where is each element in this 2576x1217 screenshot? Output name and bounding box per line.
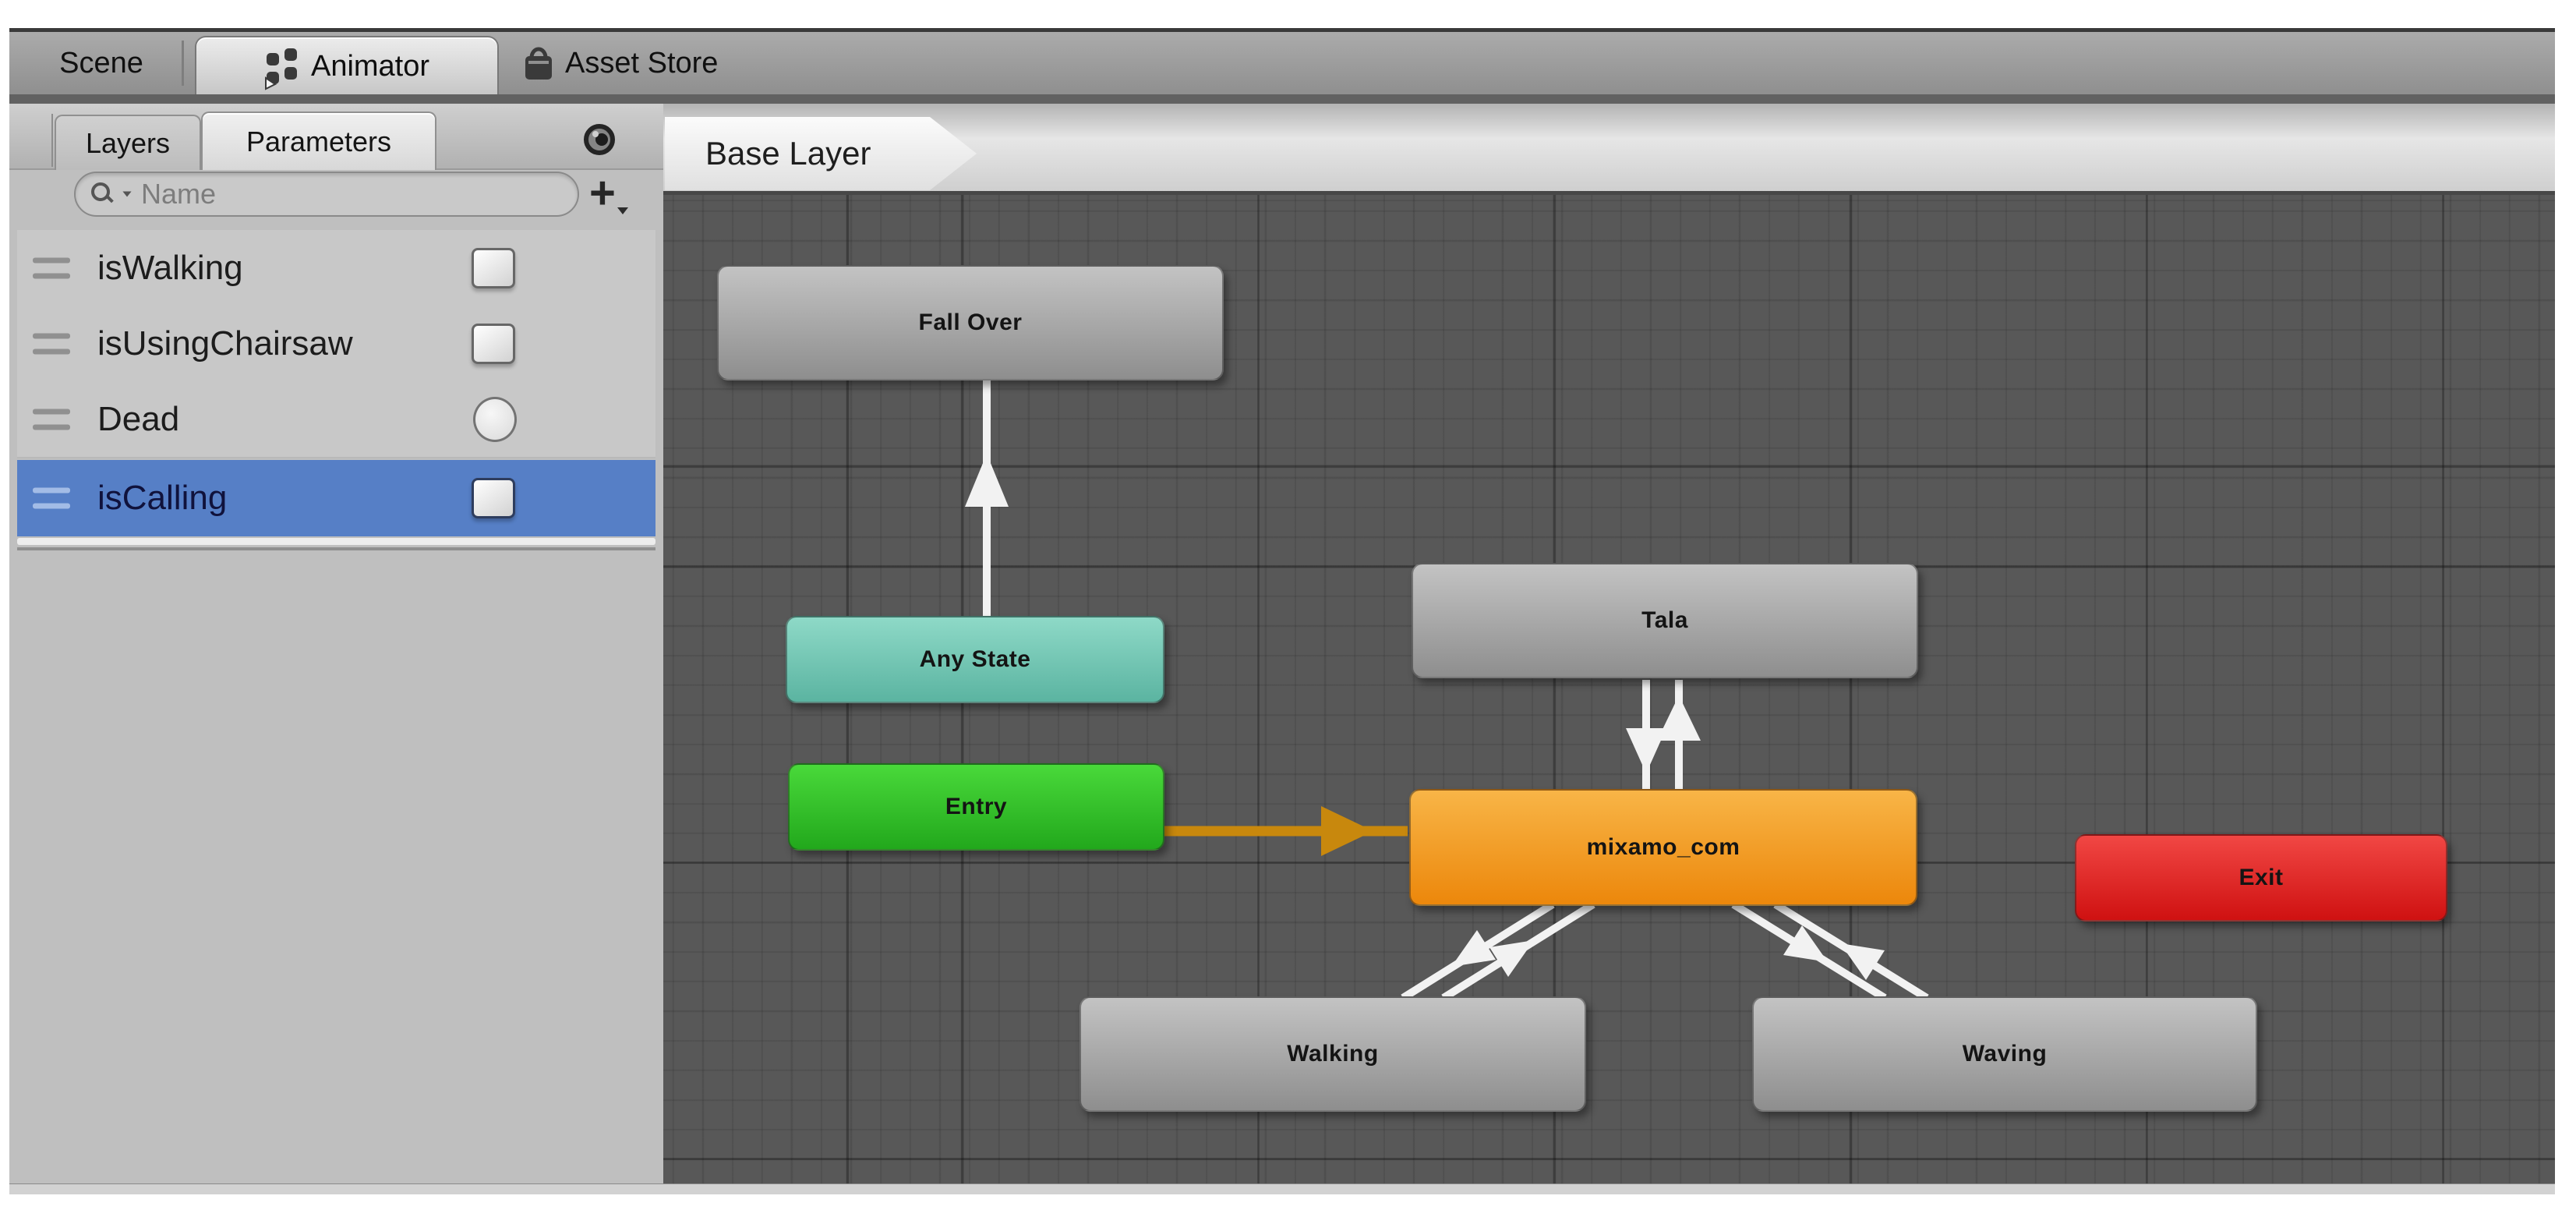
state-node-label: Fall Over: [918, 310, 1023, 335]
breadcrumb-bar: [663, 104, 2555, 195]
panel-header-separator: [51, 114, 53, 167]
list-end-divider: [17, 538, 655, 545]
parameter-trigger-radio[interactable]: [473, 396, 517, 442]
tab-separator: [182, 41, 184, 86]
tab-scene-label: Scene: [59, 46, 143, 80]
parameter-row-isCalling[interactable]: isCalling: [17, 460, 655, 536]
drag-handle-icon[interactable]: [33, 333, 70, 354]
window-top-border: [9, 28, 2555, 32]
animator-icon: [264, 48, 297, 90]
window-bottom-strip: [9, 1183, 2555, 1194]
drag-handle-icon[interactable]: [33, 257, 70, 278]
state-node-walking[interactable]: Walking: [1080, 996, 1586, 1112]
state-node-label: Walking: [1287, 1041, 1379, 1067]
state-node-label: mixamo_com: [1586, 834, 1740, 860]
parameter-search-field[interactable]: [74, 172, 579, 217]
parameter-row-isWalking[interactable]: isWalking: [17, 230, 655, 307]
breadcrumb-label: Base Layer: [705, 135, 871, 172]
tab-parameters[interactable]: Parameters: [201, 111, 436, 170]
state-node-label: Waving: [1962, 1041, 2048, 1067]
state-node-entry[interactable]: Entry: [788, 763, 1164, 851]
tab-animator[interactable]: Animator: [195, 36, 499, 96]
tab-asset-store-label: Asset Store: [565, 46, 719, 80]
parameter-name: isUsingChairsaw: [97, 324, 353, 363]
parameter-name: isWalking: [97, 248, 243, 287]
state-node-label: Tala: [1641, 607, 1688, 633]
search-icon: [91, 182, 115, 206]
parameter-row-isUsingChairsaw[interactable]: isUsingChairsaw: [17, 306, 655, 383]
drag-handle-icon[interactable]: [33, 409, 70, 430]
state-node-exit[interactable]: Exit: [2075, 834, 2447, 922]
state-node-tala[interactable]: Tala: [1412, 563, 1918, 678]
state-node-any-state[interactable]: Any State: [786, 616, 1164, 703]
parameter-row-Dead[interactable]: Dead: [17, 381, 655, 458]
parameter-checkbox[interactable]: [472, 247, 515, 288]
state-node-label: Entry: [945, 794, 1008, 819]
breadcrumb-base-layer[interactable]: Base Layer: [665, 117, 977, 190]
parameter-name: Dead: [97, 399, 180, 438]
drag-handle-icon[interactable]: [33, 487, 70, 509]
parameter-checkbox[interactable]: [472, 478, 515, 518]
eye-icon: [584, 124, 615, 155]
tab-asset-store[interactable]: Asset Store: [511, 32, 857, 94]
state-node-mixamo-com[interactable]: mixamo_com: [1409, 789, 1917, 906]
state-node-fall-over[interactable]: Fall Over: [717, 265, 1224, 380]
search-input[interactable]: [140, 177, 562, 211]
tab-animator-label: Animator: [310, 50, 430, 83]
asset-store-icon: [525, 47, 552, 80]
tab-scene[interactable]: Scene: [23, 32, 179, 94]
add-dropdown-icon: [617, 207, 628, 214]
plus-icon: +: [589, 168, 616, 218]
search-filter-dropdown-icon[interactable]: [122, 191, 132, 197]
add-parameter-button[interactable]: +: [583, 168, 633, 218]
tab-parameters-label: Parameters: [246, 125, 392, 157]
tab-layers[interactable]: Layers: [55, 115, 201, 170]
tab-layers-label: Layers: [85, 126, 171, 159]
state-node-label: Any State: [919, 646, 1031, 672]
parameter-checkbox[interactable]: [472, 323, 515, 364]
state-node-label: Exit: [2239, 865, 2284, 890]
list-end-divider-shadow: [17, 547, 655, 550]
preview-eye-button[interactable]: [571, 115, 627, 164]
parameter-name: isCalling: [97, 479, 228, 517]
state-node-waving[interactable]: Waving: [1752, 996, 2257, 1112]
